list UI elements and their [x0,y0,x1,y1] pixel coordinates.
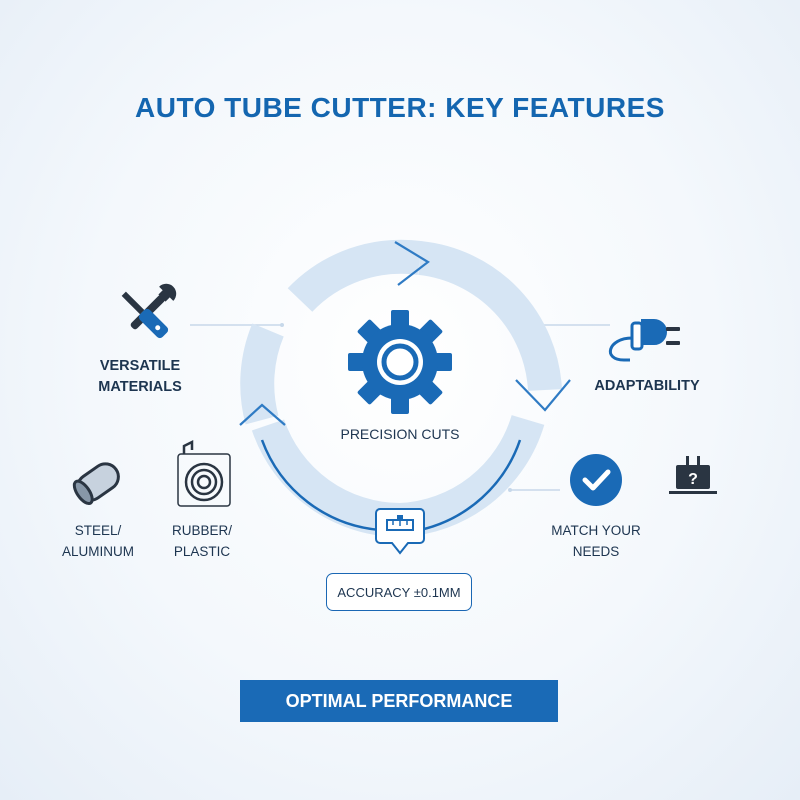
wrench-screwdriver-icon [121,283,177,339]
connector-match-dot [508,488,512,492]
adaptability-label: ADAPTABILITY [594,378,700,394]
versatile-label-line2: MATERIALS [98,379,182,395]
material-steel-line1: STEEL/ [74,523,122,538]
ruler-pin-icon [375,508,425,555]
rubber-coil-icon [177,439,231,507]
svg-text:?: ? [688,471,698,488]
match-needs-line2: NEEDS [572,544,620,559]
checkmark-circle-icon [570,454,622,506]
accuracy-box: ACCURACY ±0.1MM [326,573,472,611]
cycle-arrow-left [239,323,286,426]
match-needs-line1: MATCH YOUR [551,523,641,538]
connector-left-dot [280,323,284,327]
material-steel-label: STEEL/ ALUMINUM [38,520,158,562]
material-steel-line2: ALUMINUM [61,544,134,559]
center-label: PRECISION CUTS [340,426,460,442]
optimal-performance-banner: OPTIMAL PERFORMANCE [240,680,558,722]
cycle-arrow-top-right [287,239,571,412]
material-rubber-line2: PLASTIC [173,544,231,559]
match-needs-label: MATCH YOUR NEEDS [536,520,656,562]
plug-icon [608,319,680,362]
versatile-materials-label: VERSATILE MATERIALS [70,356,210,398]
page-title: AUTO TUBE CUTTER: KEY FEATURES [135,92,665,123]
gear-icon [348,310,452,414]
material-rubber-label: RUBBER/ PLASTIC [142,520,262,562]
pipe-icon [72,462,120,506]
versatile-label-line1: VERSATILE [99,358,181,374]
material-rubber-line1: RUBBER/ [171,523,232,538]
plug-question-icon: ? [669,456,717,494]
